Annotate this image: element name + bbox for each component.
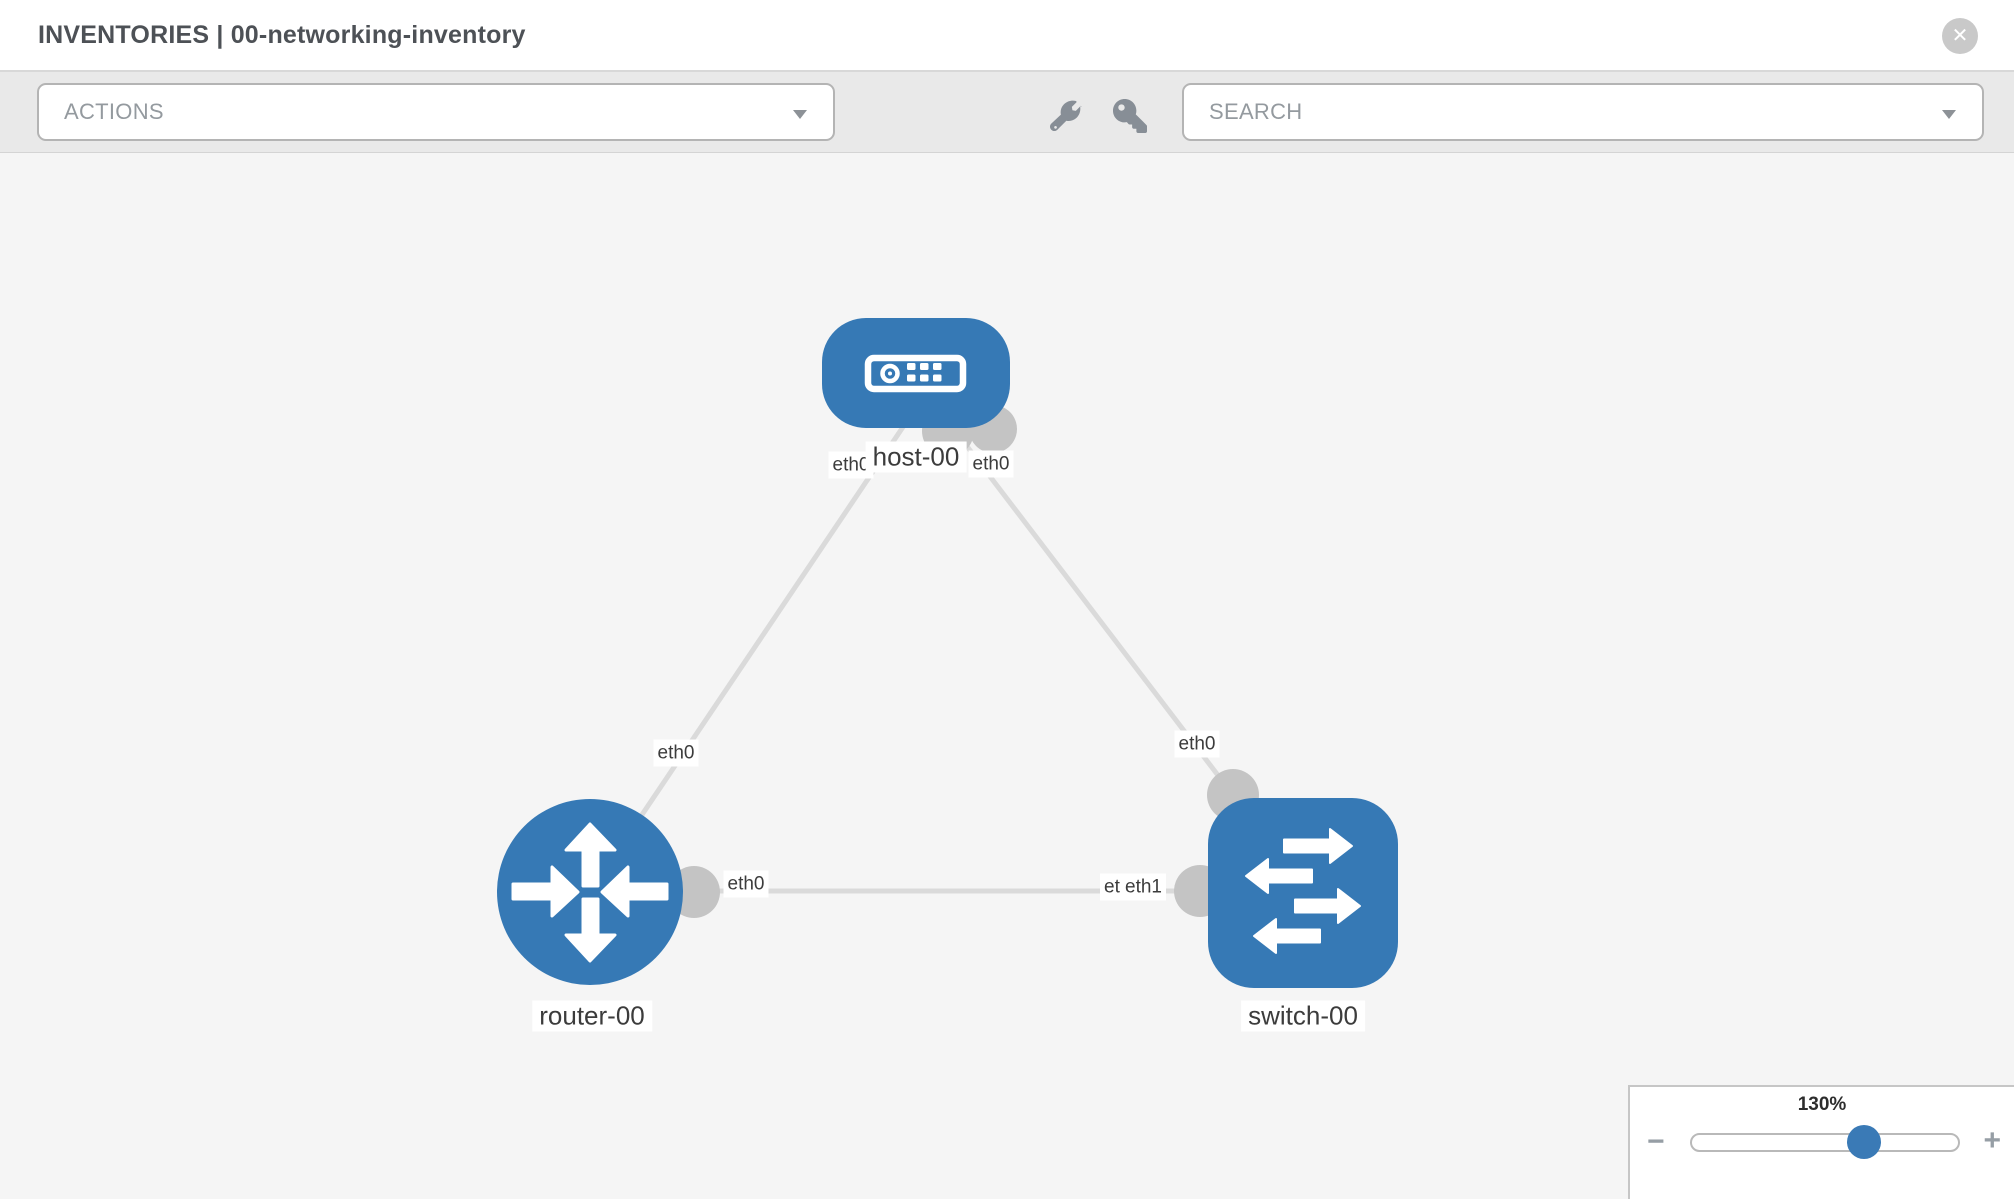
node-router-00[interactable] <box>497 799 683 985</box>
router-icon <box>511 822 669 963</box>
actions-dropdown[interactable]: ACTIONS <box>37 83 835 141</box>
zoom-slider-thumb[interactable] <box>1847 1125 1881 1159</box>
node-switch-00[interactable] <box>1208 798 1398 988</box>
interface-label-overlap: eth1 eth1 <box>1100 873 1166 901</box>
page-title: INVENTORIES | 00-networking-inventory <box>38 21 526 49</box>
header: INVENTORIES | 00-networking-inventory ✕ <box>0 0 2014 72</box>
search-dropdown[interactable]: SEARCH <box>1182 83 1984 141</box>
interface-label: eth0 <box>723 870 769 898</box>
close-button[interactable]: ✕ <box>1942 18 1978 54</box>
credentials-button[interactable] <box>1110 96 1150 136</box>
interface-label-occluded: eth1 <box>1100 873 1121 901</box>
topology-canvas[interactable]: eth0 eth0 eth0 eth0 eth0 eth1 eth1 host-… <box>0 153 2014 1199</box>
topology-graph <box>497 318 1398 988</box>
interface-label: eth0 <box>968 450 1014 478</box>
zoom-in-button[interactable]: + <box>1983 1124 2001 1157</box>
toolbar: ACTIONS SEARCH <box>0 72 2014 153</box>
wrench-icon <box>1050 100 1082 131</box>
search-dropdown-label: SEARCH <box>1209 99 1303 124</box>
close-icon: ✕ <box>1951 25 1969 47</box>
node-label-host: host-00 <box>865 441 967 473</box>
chevron-down-icon <box>793 110 807 119</box>
zoom-slider-track[interactable] <box>1690 1133 1960 1152</box>
chevron-down-icon <box>1942 110 1956 119</box>
zoom-out-button[interactable]: − <box>1647 1125 1665 1158</box>
node-label-router: router-00 <box>532 1000 652 1032</box>
links <box>587 422 1303 894</box>
zoom-level-value: 130% <box>1797 1094 1847 1115</box>
tools-button[interactable] <box>1046 96 1086 136</box>
interface-label: eth0 <box>653 739 699 767</box>
node-label-switch: switch-00 <box>1241 1000 1365 1032</box>
node-host-00[interactable] <box>822 318 1010 428</box>
switch-icon <box>1245 828 1361 954</box>
interface-dots <box>668 405 1259 918</box>
interface-label: eth1 <box>1121 873 1166 901</box>
interface-label: eth0 <box>1174 730 1220 758</box>
zoom-control-panel: 130% − + <box>1628 1085 2014 1199</box>
actions-dropdown-label: ACTIONS <box>64 99 164 124</box>
key-icon <box>1113 99 1147 133</box>
host-icon <box>864 354 967 393</box>
link-host-router <box>587 422 908 894</box>
